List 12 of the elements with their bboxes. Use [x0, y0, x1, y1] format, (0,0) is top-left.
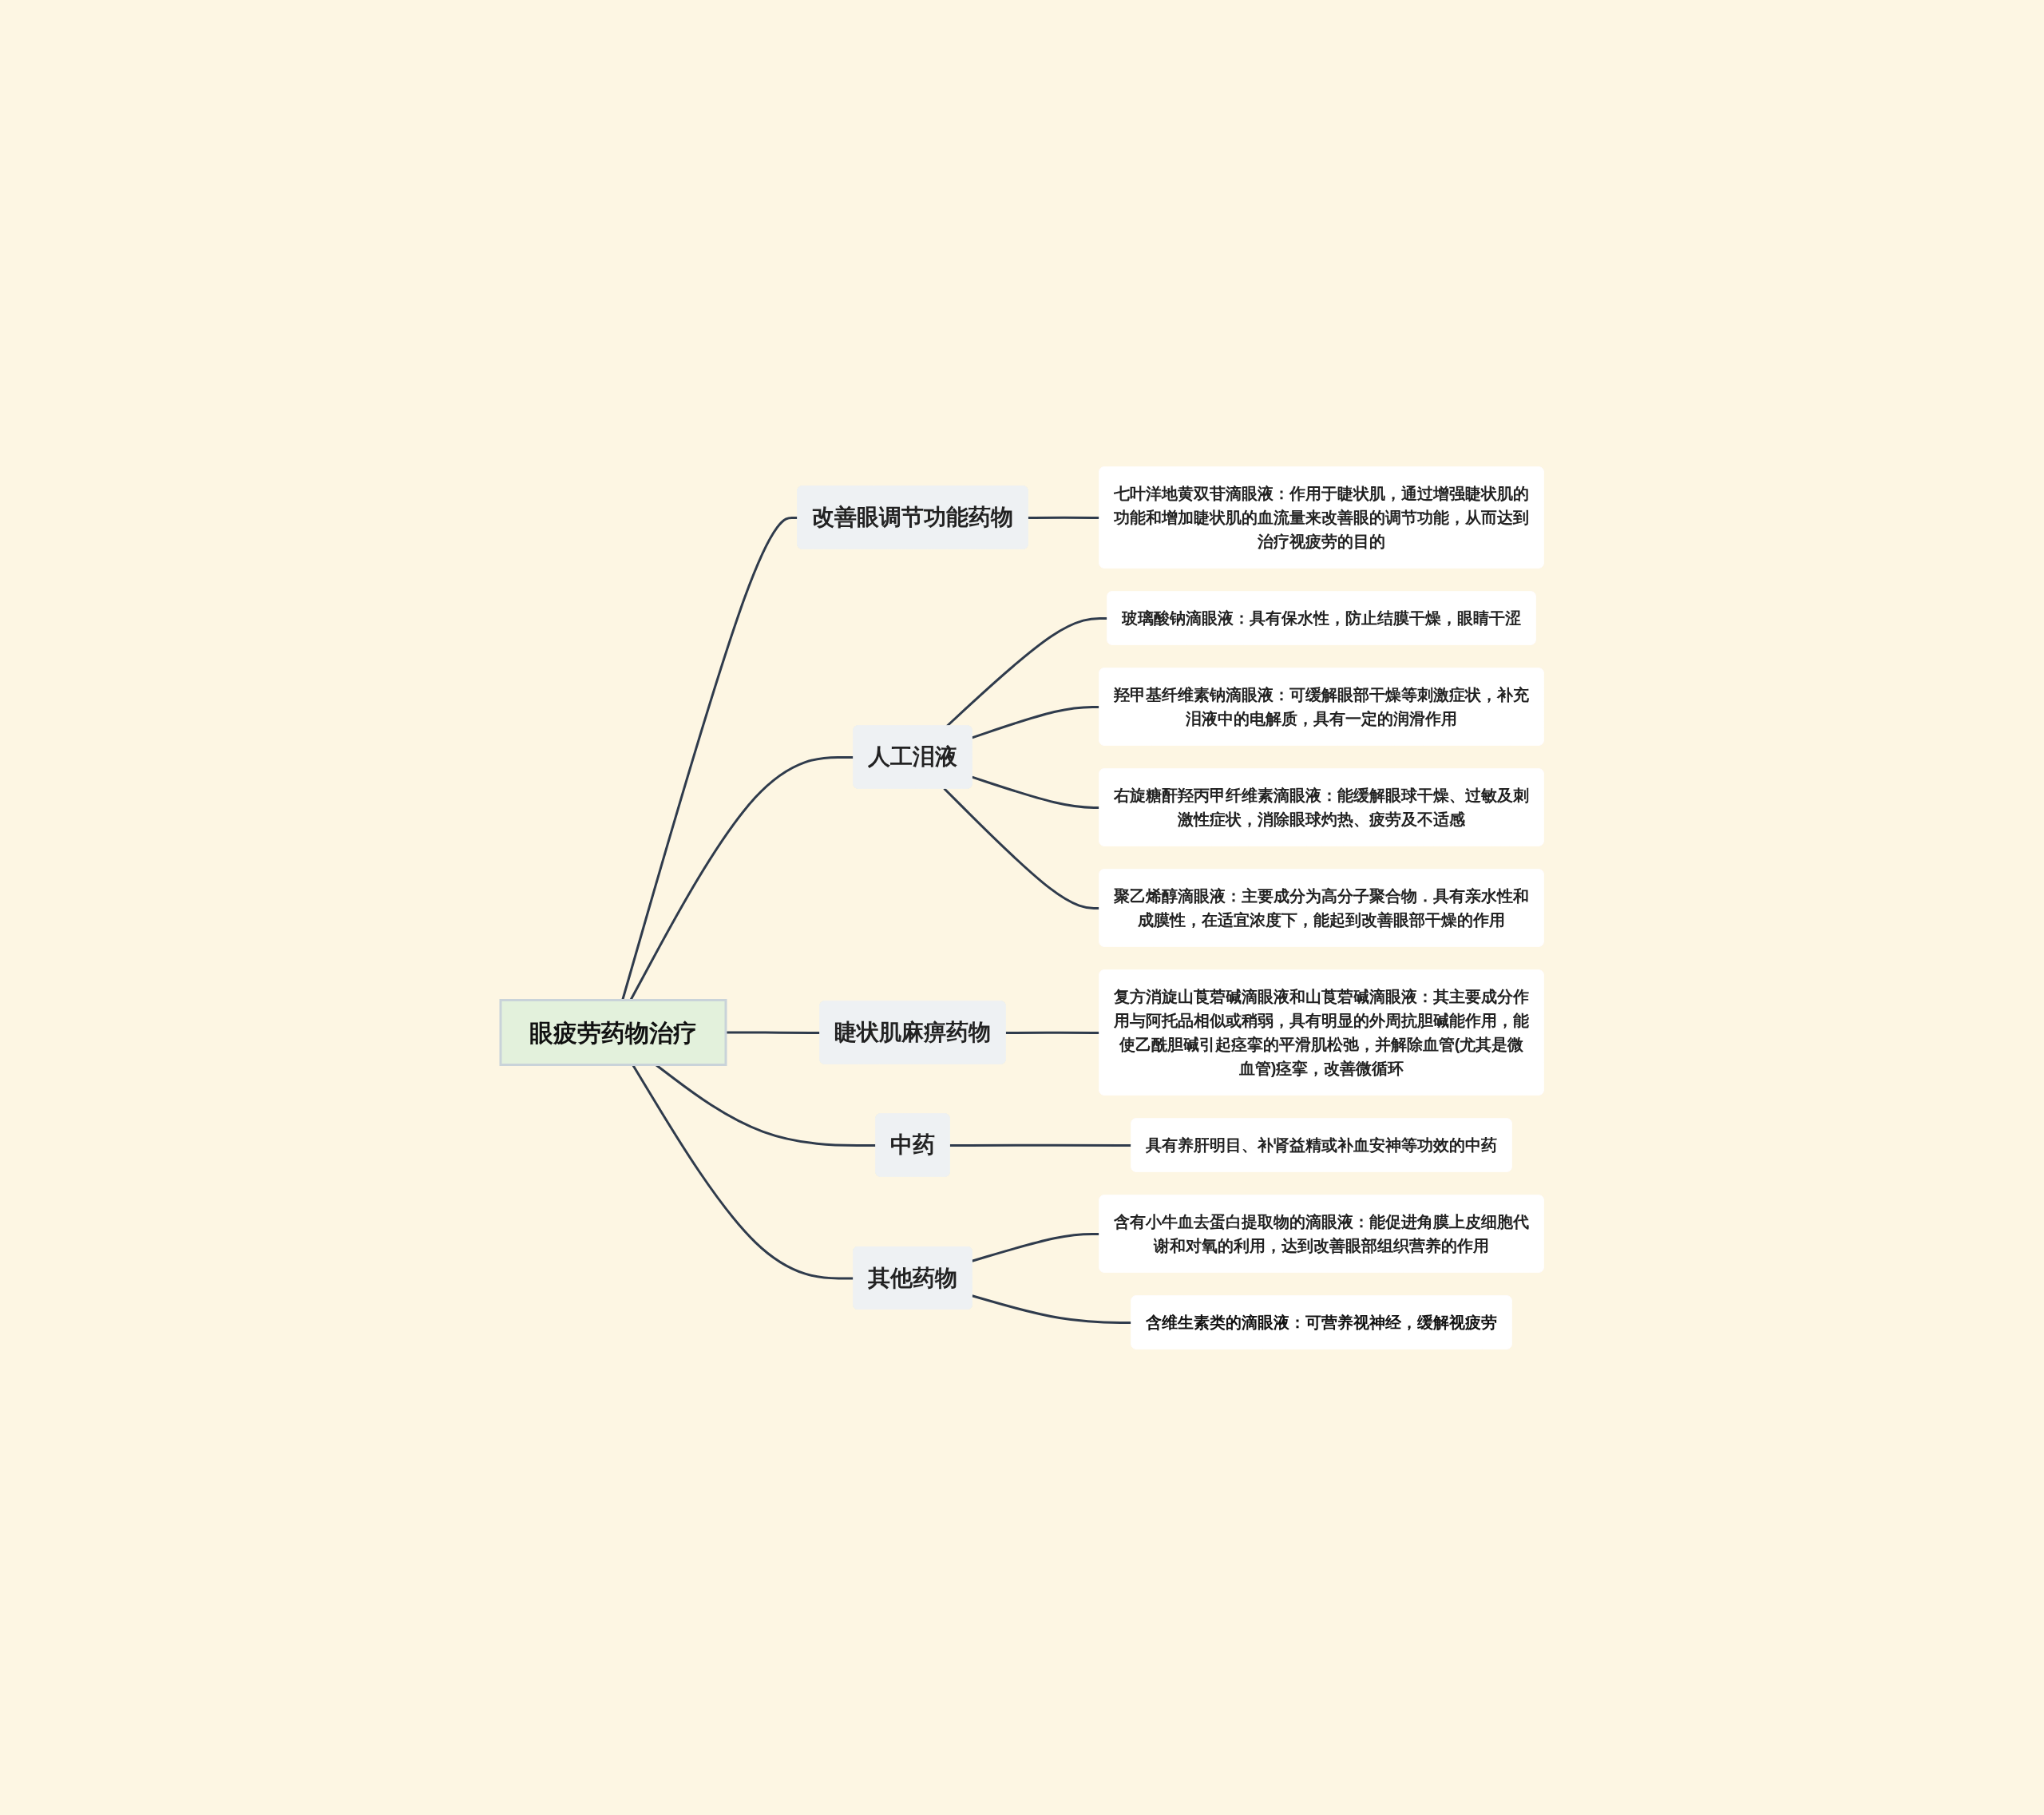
connector	[972, 1294, 1132, 1324]
connector	[621, 516, 798, 1001]
connector	[949, 1143, 1132, 1147]
connector	[1028, 516, 1100, 519]
connector	[972, 705, 1100, 739]
connector	[943, 787, 1100, 909]
connector	[1005, 1031, 1100, 1034]
connector	[972, 1232, 1100, 1262]
connector	[972, 775, 1100, 809]
node-box: 眼疲劳药物治疗	[499, 998, 727, 1066]
connector	[629, 755, 854, 1001]
connector	[726, 1031, 821, 1034]
